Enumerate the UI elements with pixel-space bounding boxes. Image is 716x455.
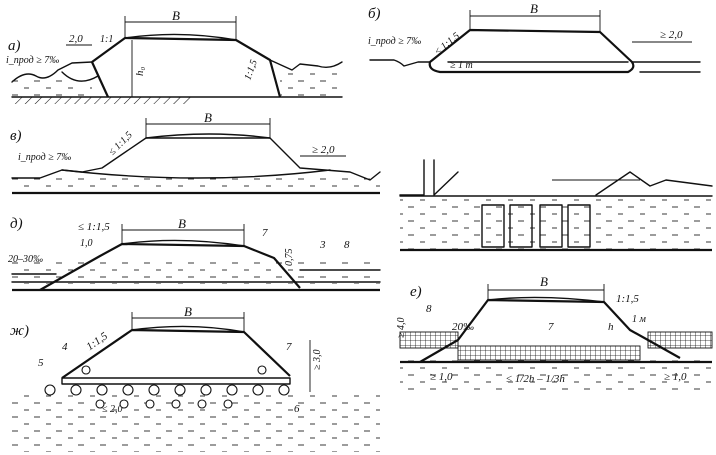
panel-e-grid-core — [457, 345, 641, 361]
panel-c-label: в) — [10, 128, 22, 144]
panel-e-side-slope: 1:1,5 — [616, 293, 639, 305]
panel-c-inner-line — [61, 169, 331, 179]
panel-a-slope-label: i_прод ≥ 7‰ — [6, 55, 59, 66]
panel-e-bottom-dim: ≤ 1/2h – 1/3h — [506, 373, 565, 385]
panel-c: в) i_прод ≥ 7‰ ≤ 1:1,5 В ≥ 2,0 — [10, 110, 381, 195]
panel-c-side-slope: ≤ 1:1,5 — [107, 130, 135, 158]
panel-a-soil-left — [12, 78, 92, 96]
panel-a-side-slope-right: 1:1,5 — [242, 58, 259, 81]
panel-b: б) i_прод ≥ 7‰ ≤ 1:1,5 ≥ 1 m В ≥ 2,0 — [368, 1, 701, 74]
panel-c-berm-label: ≥ 2,0 — [312, 144, 335, 156]
panel-drain-soil — [400, 195, 712, 250]
panel-zh: ж) В 1:1,5 4 5 7 6 ≥ 3,0 ≤ 2,0 — [10, 304, 380, 452]
panel-d-item-7: 7 — [262, 227, 268, 239]
panel-a-crest — [124, 33, 237, 41]
panel-a-base-hatch — [12, 97, 192, 104]
panel-e-item-7: 7 — [548, 321, 554, 333]
panel-zh-height: ≥ 3,0 — [312, 350, 323, 371]
panel-d: д) В ≤ 1:1,5 1,0 20–30‰ 0,75 7 3 8 — [8, 216, 381, 292]
panel-e-crest — [487, 296, 605, 303]
panel-a-soil-right — [280, 68, 342, 96]
panel-a: а) В 2,0 i_прод ≥ 7‰ 1:1 1:1,5 h₀ — [6, 8, 343, 104]
panel-zh-soil — [12, 392, 380, 452]
panel-drain-trenches — [481, 204, 591, 248]
panel-b-berm-label: ≥ 2,0 — [660, 29, 683, 41]
panel-a-height-label: h₀ — [134, 67, 146, 77]
panel-d-crest — [121, 239, 245, 247]
panel-a-berm-label: 2,0 — [69, 33, 83, 45]
panel-c-crest — [145, 133, 271, 139]
panel-b-depth-label: ≥ 1 m — [450, 60, 473, 71]
panel-zh-item-4: 4 — [62, 341, 68, 353]
panel-zh-label: ж) — [10, 323, 29, 339]
panel-a-side-slope-left: 1:1 — [100, 34, 113, 45]
panel-d-width-label: В — [178, 216, 186, 231]
panel-zh-width-label: В — [184, 304, 192, 319]
panel-zh-logs — [44, 365, 290, 409]
panel-zh-item-7: 7 — [286, 341, 292, 353]
panel-e-label: е) — [410, 284, 422, 300]
panel-a-label: а) — [8, 38, 21, 54]
panel-c-width-label: В — [204, 110, 212, 125]
panel-b-label: б) — [368, 6, 381, 22]
panel-e-item-8: 8 — [426, 303, 432, 315]
panel-d-item-8: 8 — [344, 239, 350, 251]
panel-a-ground-left — [11, 61, 93, 83]
panel-e-soil — [400, 360, 712, 390]
panel-d-embankment — [39, 242, 301, 291]
panel-d-soil — [12, 262, 380, 284]
panel-d-height: 0,75 — [284, 249, 295, 267]
panel-zh-crest — [131, 325, 245, 333]
panel-drain-ground — [399, 159, 713, 196]
panel-d-item-3: 3 — [319, 239, 326, 251]
panel-b-ground — [369, 59, 431, 67]
panel-a-width-label: В — [172, 8, 180, 23]
panel-e-right-dim: ≥ 1,0 — [664, 371, 687, 383]
panel-d-slope-label: 20–30‰ — [8, 254, 43, 265]
panel-d-label: д) — [10, 216, 23, 232]
panel-zh-item-6: 6 — [294, 403, 300, 415]
panel-zh-side-slope: 1:1,5 — [84, 330, 110, 353]
panel-zh-platform — [61, 377, 291, 385]
panel-d-slope-low: 1,0 — [80, 238, 93, 249]
panel-e-height-inner: h — [608, 321, 614, 333]
panel-b-ground-right — [631, 61, 701, 73]
panel-c-slope-label: i_прод ≥ 7‰ — [18, 152, 71, 163]
panel-zh-spacing: ≤ 2,0 — [102, 404, 123, 415]
panel-e-height-left: ≥ 4,0 — [396, 318, 407, 339]
panel-a-ground-right — [269, 59, 343, 71]
panel-c-soil — [12, 176, 380, 193]
panel-e-berm: 1 м — [632, 314, 647, 325]
panel-drain — [399, 159, 713, 252]
panel-b-slope-label: i_прод ≥ 7‰ — [368, 36, 421, 47]
panel-zh-embankment — [61, 328, 291, 379]
panel-zh-item-5: 5 — [38, 357, 44, 369]
panel-e: е) В 1:1,5 1 м 20‰ ≥ 4,0 h 8 7 ≥ 1,0 ≥ 1… — [396, 274, 713, 390]
panel-e-width-label: В — [540, 274, 548, 289]
panel-d-side-slope: ≤ 1:1,5 — [78, 221, 110, 233]
panel-d-water — [11, 269, 381, 283]
panel-e-left-dim: ≥ 1,0 — [430, 371, 453, 383]
panel-b-side-slope: ≤ 1:1,5 — [433, 30, 462, 57]
panel-b-width-label: В — [530, 1, 538, 16]
panel-e-slope-label: 20‰ — [452, 321, 474, 333]
